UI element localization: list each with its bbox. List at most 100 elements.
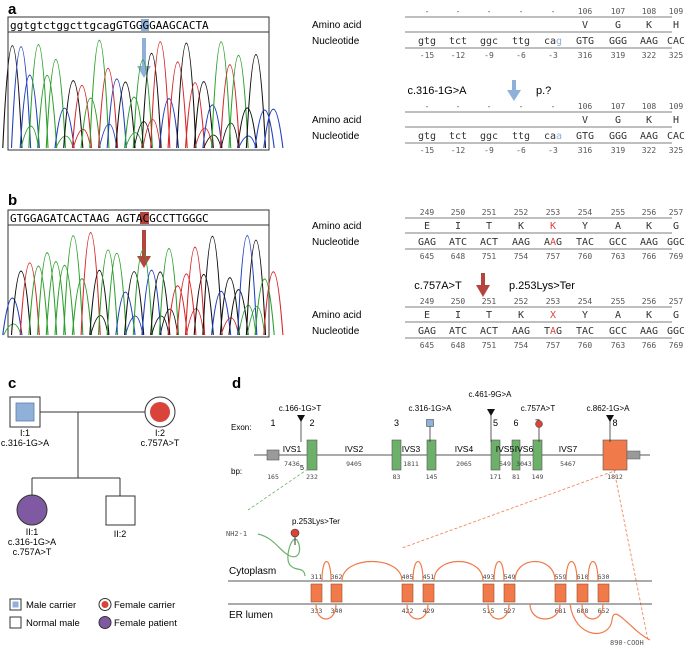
- aa-number: 254: [578, 208, 593, 217]
- loop: [321, 560, 332, 582]
- exon-bp: 171: [490, 473, 502, 481]
- nucleotide-position: 769: [669, 252, 684, 261]
- trace-peak: [211, 290, 232, 336]
- aa-number: 108: [642, 7, 657, 16]
- trace-peak: [55, 135, 74, 149]
- trace-peak: [167, 285, 188, 336]
- tm-start: 362: [331, 573, 343, 581]
- trace-peak: [54, 107, 75, 149]
- exon-bp: 83: [393, 473, 401, 481]
- mutation-marker: [487, 409, 495, 416]
- codon: ttg: [512, 131, 530, 142]
- amino-acid-label: Amino acid: [312, 115, 361, 126]
- mutation-marker: [297, 415, 305, 422]
- loop: [433, 561, 484, 582]
- codon: GCC: [609, 237, 627, 248]
- amino-acid: Y: [582, 221, 588, 232]
- trace-peak: [115, 81, 136, 149]
- aa-number: -: [487, 7, 492, 16]
- aa-number: 109: [669, 102, 684, 111]
- trace-peak: [159, 308, 179, 336]
- codon: AAG: [512, 237, 530, 248]
- aa-number: 251: [482, 297, 497, 306]
- amino-acid: A: [615, 310, 621, 321]
- nucleotide-position: 766: [642, 341, 657, 350]
- trace-peak: [219, 277, 240, 336]
- tm-segment: [597, 583, 610, 603]
- aa-number: 249: [420, 297, 435, 306]
- nucleotide-position: 763: [611, 341, 626, 350]
- nucleotide-position: 645: [420, 252, 435, 261]
- amino-acid: K: [646, 115, 652, 126]
- codon: ACT: [480, 237, 498, 248]
- pedigree-legend: Male carrier Female carrier Normal male …: [9, 598, 177, 629]
- exon-number: 3: [394, 418, 399, 428]
- aa-number: 256: [642, 297, 657, 306]
- nucleotide-position: 751: [482, 341, 497, 350]
- trace-peak: [80, 232, 101, 336]
- mutation-arrow-a: c.316-1G>A p.?: [407, 80, 551, 101]
- codon: cag: [544, 36, 562, 47]
- amino-acid: G: [673, 310, 679, 321]
- nucleotide-position: 769: [669, 341, 684, 350]
- tm-end: 527: [504, 607, 516, 615]
- exon-1: [266, 449, 280, 461]
- nucleotide-position: 316: [578, 51, 593, 60]
- tm-end: 681: [555, 607, 567, 615]
- loop: [581, 603, 604, 620]
- codon: GGC: [667, 326, 684, 337]
- nucleotide-position: 760: [578, 341, 593, 350]
- tm-segment: [482, 583, 495, 603]
- exon-5: [490, 439, 501, 471]
- nucleotide-position: -6: [516, 146, 526, 155]
- trace-peak: [237, 235, 258, 336]
- amino-acid: G: [673, 221, 679, 232]
- trace-peak: [124, 271, 145, 336]
- codon: TAC: [576, 326, 594, 337]
- trace-peak: [176, 42, 197, 149]
- codon: AAG: [640, 237, 658, 248]
- aa-number: 256: [642, 208, 657, 217]
- cooh-label: 890-COOH: [610, 639, 644, 647]
- trace-peak: [19, 262, 40, 336]
- codon: GTG: [576, 131, 594, 142]
- aa-number: -: [519, 102, 524, 111]
- nucleotide-position: 648: [451, 341, 466, 350]
- trace-peak: [194, 127, 213, 149]
- aa-number: 250: [451, 208, 466, 217]
- aa-number: 107: [611, 102, 626, 111]
- trace-peak: [254, 109, 275, 149]
- tm-start: 451: [423, 573, 435, 581]
- trace-peak: [71, 84, 93, 149]
- amino-acid: Y: [582, 310, 588, 321]
- trace-peak: [202, 104, 223, 149]
- trace-peak: [106, 78, 127, 149]
- trace-peak: [106, 253, 127, 336]
- trace-peak: [80, 97, 101, 149]
- nucleotide-position: 760: [578, 252, 593, 261]
- codon: GAG: [418, 237, 436, 248]
- nucleotide-label: Nucleotide: [312, 131, 360, 142]
- aa-number: -: [456, 102, 461, 111]
- trace-peak: [263, 271, 284, 336]
- aa-number: 251: [482, 208, 497, 217]
- codon: gtg: [418, 36, 436, 47]
- nucleotide-position: -12: [451, 51, 466, 60]
- trace-peak: [184, 82, 206, 149]
- aa-number: 255: [611, 297, 626, 306]
- trace-peak: [45, 261, 66, 336]
- label-II2: II:2: [114, 529, 127, 539]
- nucleotide-position: 766: [642, 252, 657, 261]
- codon: GAG: [418, 326, 436, 337]
- nucleotide-position: -3: [548, 51, 558, 60]
- label-I1: I:1: [20, 428, 30, 438]
- codon: CAC: [667, 131, 684, 142]
- protein-mutation-marker: [290, 528, 300, 538]
- amino-acid: E: [424, 221, 430, 232]
- panel-label-b: b: [8, 192, 17, 209]
- intron-bp: 2065: [456, 460, 472, 468]
- loop: [487, 603, 510, 620]
